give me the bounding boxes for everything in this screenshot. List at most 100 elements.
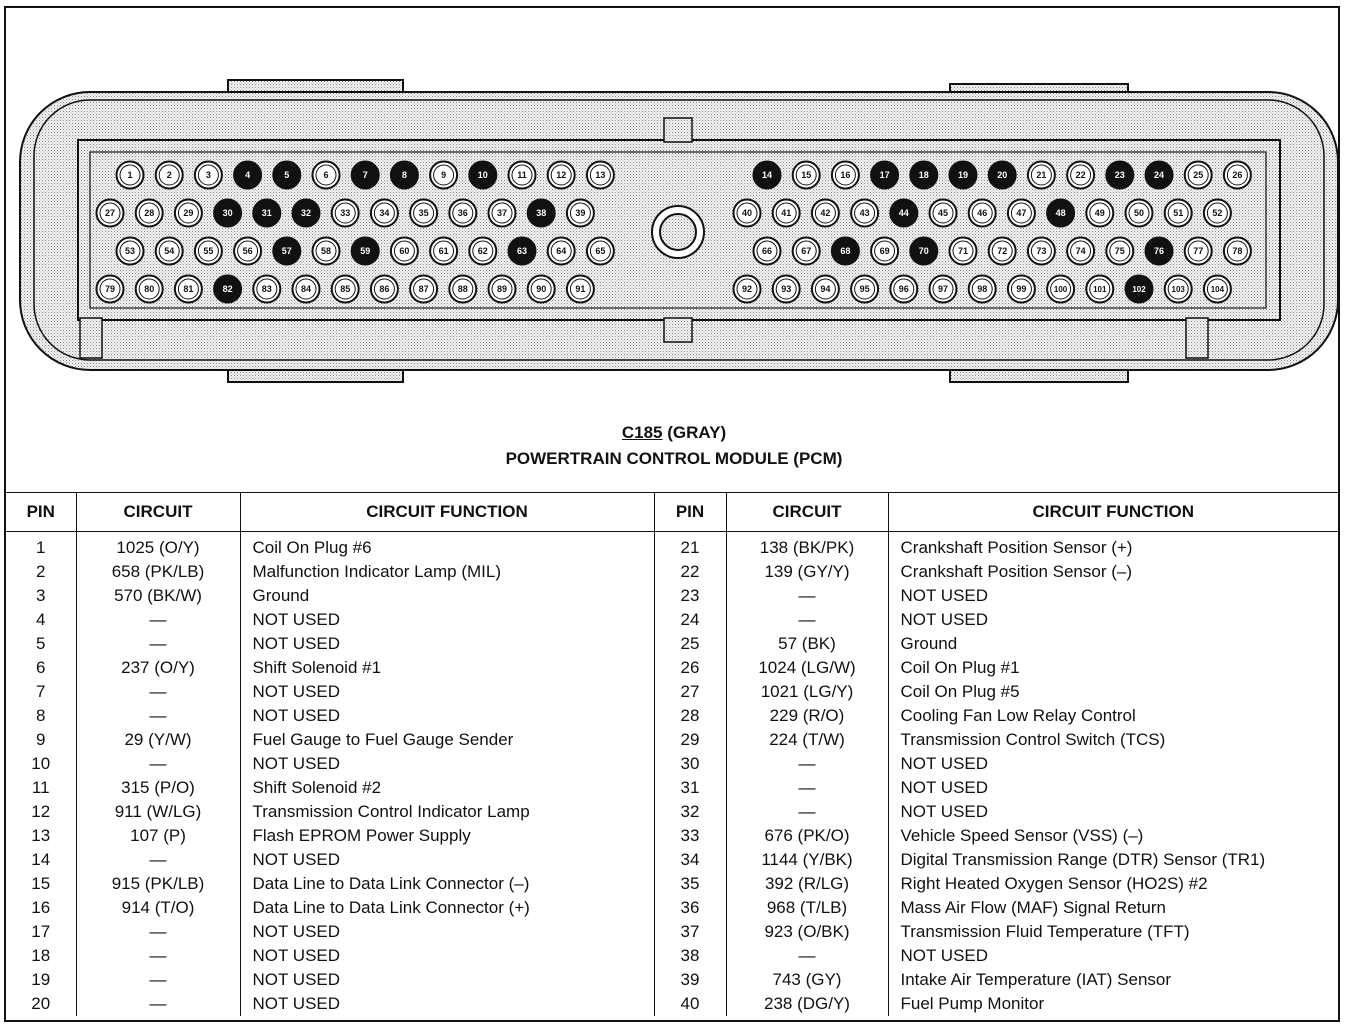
- pin-ring: [491, 278, 513, 300]
- pin-label: 13: [595, 170, 605, 180]
- pin-label: 65: [595, 246, 605, 256]
- pin-ring: [1030, 164, 1052, 186]
- pin-cavity: 45: [928, 198, 958, 228]
- circuit-function: NOT USED: [239, 632, 654, 656]
- pin-ring: [1187, 164, 1209, 186]
- pin-number: 27: [653, 680, 726, 704]
- circuit-code: 914 (T/O): [75, 896, 240, 920]
- pin-cavity: 2: [154, 160, 184, 190]
- pin-ring: [530, 278, 552, 300]
- pin-label: 38: [536, 208, 546, 218]
- pin-label: 69: [880, 246, 890, 256]
- pin-label: 92: [742, 284, 752, 294]
- pin-cavity: 56: [233, 236, 263, 266]
- pin-label: 6: [323, 170, 328, 180]
- pin-label: 79: [105, 284, 115, 294]
- pin-ring: [795, 164, 817, 186]
- pin-cavity: 88: [448, 274, 478, 304]
- circuit-code: 392 (R/LG): [725, 872, 888, 896]
- pinout-header-row: PIN CIRCUIT CIRCUIT FUNCTION PIN CIRCUIT…: [6, 492, 1338, 532]
- pin-label: 98: [977, 284, 987, 294]
- pin-cavity: 29: [173, 198, 203, 228]
- pin-ring: [158, 164, 180, 186]
- pin-label: 44: [899, 208, 909, 218]
- circuit-code: —: [75, 680, 240, 704]
- circuit-function: Transmission Control Switch (TCS): [887, 728, 1338, 752]
- pin-label: 19: [958, 170, 968, 180]
- pin-cavity: 51: [1163, 198, 1193, 228]
- pin-number: 23: [653, 584, 726, 608]
- pin-ring: [413, 278, 435, 300]
- pin-number: 6: [36, 658, 46, 677]
- pin-ring: [1206, 202, 1228, 224]
- pin-label: 97: [938, 284, 948, 294]
- pin-cavity: 63: [507, 236, 537, 266]
- pin-cavity: 92: [732, 274, 762, 304]
- pin-cavity: 36: [448, 198, 478, 228]
- pin-cavity: 59: [350, 236, 380, 266]
- pin-label: 70: [919, 246, 929, 256]
- pin-cavity: 26: [1222, 160, 1252, 190]
- pin-number: 14: [31, 850, 51, 869]
- pin-cavity: 41: [771, 198, 801, 228]
- pin-ring: [177, 278, 199, 300]
- pin-cavity: 87: [409, 274, 439, 304]
- pin-cavity: 61: [429, 236, 459, 266]
- pin-label: 84: [301, 284, 311, 294]
- circuit-function: Transmission Fluid Temperature (TFT): [887, 920, 1338, 944]
- pin-label: 66: [762, 246, 772, 256]
- pin-number: 21: [653, 531, 726, 560]
- circuit-code: 1021 (LG/Y): [725, 680, 888, 704]
- circuit-function: Ground: [887, 632, 1338, 656]
- pin-ring: [1070, 240, 1092, 262]
- circuit-code: —: [725, 584, 888, 608]
- connector-title: C185 (GRAY): [6, 420, 1342, 446]
- pin-label: 18: [919, 170, 929, 180]
- pin-label: 10: [478, 170, 488, 180]
- pin-label: 39: [575, 208, 585, 218]
- pin-number: 18: [31, 946, 51, 965]
- circuit-code: 658 (PK/LB): [75, 560, 240, 584]
- pin-number: 40: [653, 992, 726, 1016]
- pin-label: 22: [1076, 170, 1086, 180]
- circuit-code: —: [725, 752, 888, 776]
- pin-label: 7: [363, 170, 368, 180]
- pin-label: 71: [958, 246, 968, 256]
- pin-filled: [252, 198, 282, 228]
- pin-cavity: 10: [468, 160, 498, 190]
- pin-number: 16: [31, 898, 51, 917]
- pin-ring: [854, 202, 876, 224]
- pin-number: 20: [31, 994, 51, 1013]
- pin-label: 102: [1132, 285, 1146, 294]
- pin-label: 68: [840, 246, 850, 256]
- pin-number: 11: [31, 778, 50, 797]
- circuit-function: NOT USED: [887, 800, 1338, 824]
- pin-filled: [987, 160, 1017, 190]
- pin-ring: [854, 278, 876, 300]
- pin-cavity: 94: [810, 274, 840, 304]
- circuit-code: 138 (BK/PK): [725, 531, 888, 560]
- pin-ring: [1010, 278, 1032, 300]
- pin-ring: [1050, 278, 1072, 300]
- circuit-function: Digital Transmission Range (DTR) Sensor …: [887, 848, 1338, 872]
- circuit-code: 1025 (O/Y): [75, 531, 240, 560]
- pin-cavity: 40: [732, 198, 762, 228]
- connector-id: C185: [621, 423, 663, 442]
- pin-filled: [272, 236, 302, 266]
- circuit-code: 743 (GY): [725, 968, 888, 992]
- pin-number: 17: [31, 922, 51, 941]
- circuit-function: Data Line to Data Link Connector (+): [239, 896, 654, 920]
- pin-label: 78: [1232, 246, 1242, 256]
- circuit-code: —: [75, 968, 240, 992]
- pin-cavity: 31: [252, 198, 282, 228]
- pin-label: 57: [282, 246, 292, 256]
- pin-label: 100: [1054, 285, 1068, 294]
- pin-ring: [1226, 240, 1248, 262]
- pin-ring: [334, 278, 356, 300]
- pin-ring: [315, 240, 337, 262]
- pin-number: 10: [31, 754, 51, 773]
